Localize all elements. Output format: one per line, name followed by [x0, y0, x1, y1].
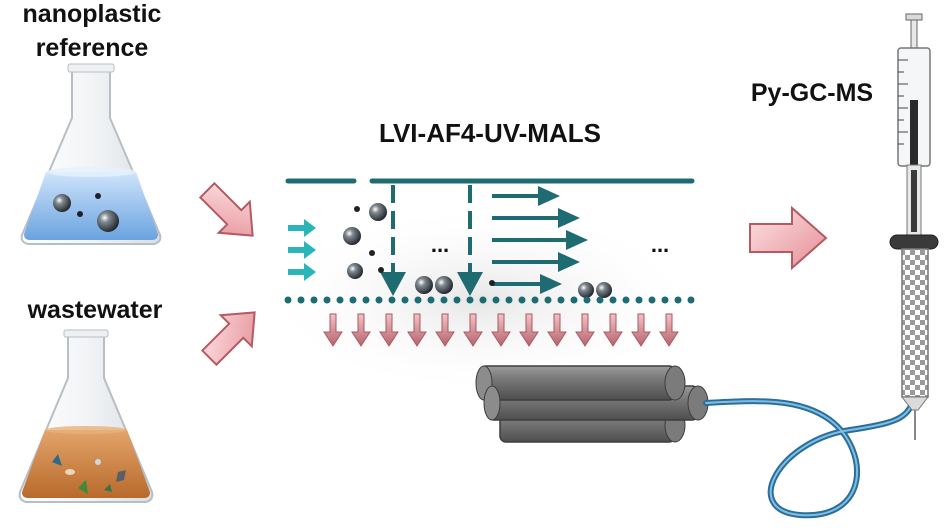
- separation-label: LVI-AF4-UV-MALS: [379, 118, 601, 148]
- nanoparticle-icon: [97, 210, 119, 232]
- reference-label-line1: nanoplastic: [23, 0, 162, 28]
- nanoparticle-icon: [347, 263, 363, 279]
- detection-label: Py-GC-MS: [751, 79, 873, 107]
- nanoparticle-icon: [578, 282, 594, 298]
- nanoparticle-icon: [435, 276, 453, 294]
- arrow-right-icon: [200, 311, 256, 367]
- ellipsis-left: ...: [431, 232, 449, 257]
- wastewater-label: wastewater: [27, 296, 163, 324]
- column-bundle-icon: [475, 365, 709, 443]
- crossflow-arrows: [323, 313, 679, 347]
- laminar-flow-arrows: [492, 186, 588, 294]
- arrow-right-icon: [198, 181, 254, 237]
- nanoparticle-icon: [596, 282, 612, 298]
- nanoparticle-icon: [369, 203, 387, 221]
- reference-flask-icon: [20, 63, 162, 245]
- nanoparticle-icon: [53, 194, 71, 212]
- nanoparticle-icon: [415, 276, 433, 294]
- af4-channel: ... ...: [260, 178, 700, 395]
- ellipsis-right: ...: [651, 232, 669, 257]
- arrow-right-icon: [749, 205, 828, 271]
- nanoparticle-icon: [343, 227, 361, 245]
- tubing: [703, 398, 915, 519]
- wastewater-flask-icon: [18, 329, 154, 503]
- syringe-icon: [889, 13, 939, 440]
- reference-label-line2: reference: [36, 34, 149, 62]
- inflow-arrows: [288, 219, 316, 281]
